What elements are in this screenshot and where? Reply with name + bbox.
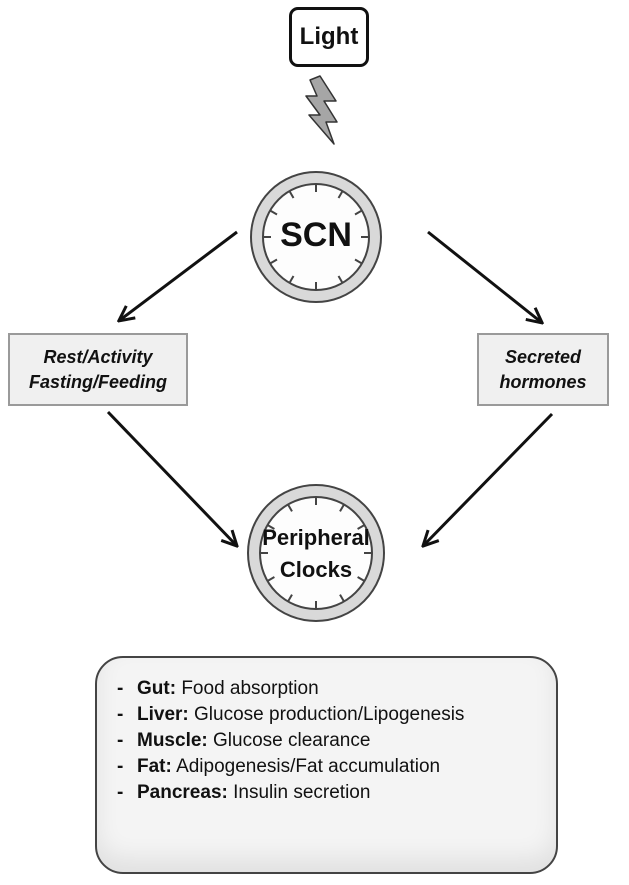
peripheral-roles-box: -Gut: Food absorption -Liver: Glucose pr… (95, 656, 558, 874)
role-dash: - (117, 678, 124, 699)
arrow-hormones-to-peripheral (424, 412, 554, 545)
clock-tick (287, 594, 293, 603)
role-item-fat: -Fat: Adipogenesis/Fat accumulation (117, 754, 464, 780)
clock-tick (354, 258, 363, 265)
arrow-rest-activity-to-peripheral (106, 410, 236, 545)
role-dash: - (117, 730, 124, 751)
role-text: Insulin secretion (233, 782, 371, 803)
scn-label: SCN (280, 216, 352, 254)
role-item-pancreas: -Pancreas: Insulin secretion (117, 780, 464, 806)
clock-tick (357, 524, 366, 530)
rest-activity-line1: Rest/Activity (43, 346, 153, 367)
role-text: Glucose clearance (213, 730, 371, 751)
peripheral-clock-icon (247, 484, 385, 622)
secreted-hormones-line1: Secreted (504, 346, 582, 367)
lightning-bolt-icon (305, 75, 338, 145)
role-organ: Liver: (137, 704, 189, 725)
peripheral-clocks-line2: Clocks (279, 557, 353, 582)
light-label: Light (299, 23, 359, 50)
clock-tick (288, 275, 295, 284)
clock-tick (357, 576, 366, 582)
role-organ: Muscle: (137, 730, 208, 751)
role-text: Food absorption (181, 678, 319, 699)
role-organ: Fat: (137, 756, 172, 777)
role-dash: - (117, 782, 124, 803)
secreted-hormones-box: Secreted hormones (477, 333, 609, 406)
role-dash: - (117, 756, 124, 777)
peripheral-clocks-line1: Peripheral (262, 525, 370, 550)
role-dash: - (117, 704, 124, 725)
clock-tick (337, 190, 344, 199)
clock-tick (288, 190, 295, 199)
rest-activity-line2: Fasting/Feeding (28, 371, 167, 392)
clock-tick (266, 576, 275, 582)
clock-tick (339, 503, 345, 512)
role-item-gut: -Gut: Food absorption (117, 676, 464, 702)
peripheral-roles-list: -Gut: Food absorption -Liver: Glucose pr… (117, 676, 464, 806)
arrow-scn-to-rest-activity (120, 230, 238, 320)
clock-tick (337, 275, 344, 284)
clock-tick (339, 594, 345, 603)
clock-tick (287, 503, 293, 512)
role-item-muscle: -Muscle: Glucose clearance (117, 728, 464, 754)
role-organ: Gut: (137, 678, 177, 699)
peripheral-clocks-label: Peripheral Clocks (245, 522, 387, 586)
clock-tick (266, 524, 275, 530)
role-item-liver: -Liver: Glucose production/Lipogenesis (117, 702, 464, 728)
role-text: Glucose production/Lipogenesis (194, 704, 465, 725)
rest-activity-box: Rest/Activity Fasting/Feeding (8, 333, 188, 406)
arrow-scn-to-hormones (427, 230, 541, 322)
clock-tick (269, 209, 278, 216)
clock-tick (354, 209, 363, 216)
role-text: Adipogenesis/Fat accumulation (176, 756, 441, 777)
secreted-hormones-line2: hormones (499, 371, 587, 392)
role-organ: Pancreas: (137, 782, 228, 803)
clock-tick (269, 258, 278, 265)
light-box: Light (289, 7, 369, 67)
scn-clock-icon (250, 171, 382, 303)
